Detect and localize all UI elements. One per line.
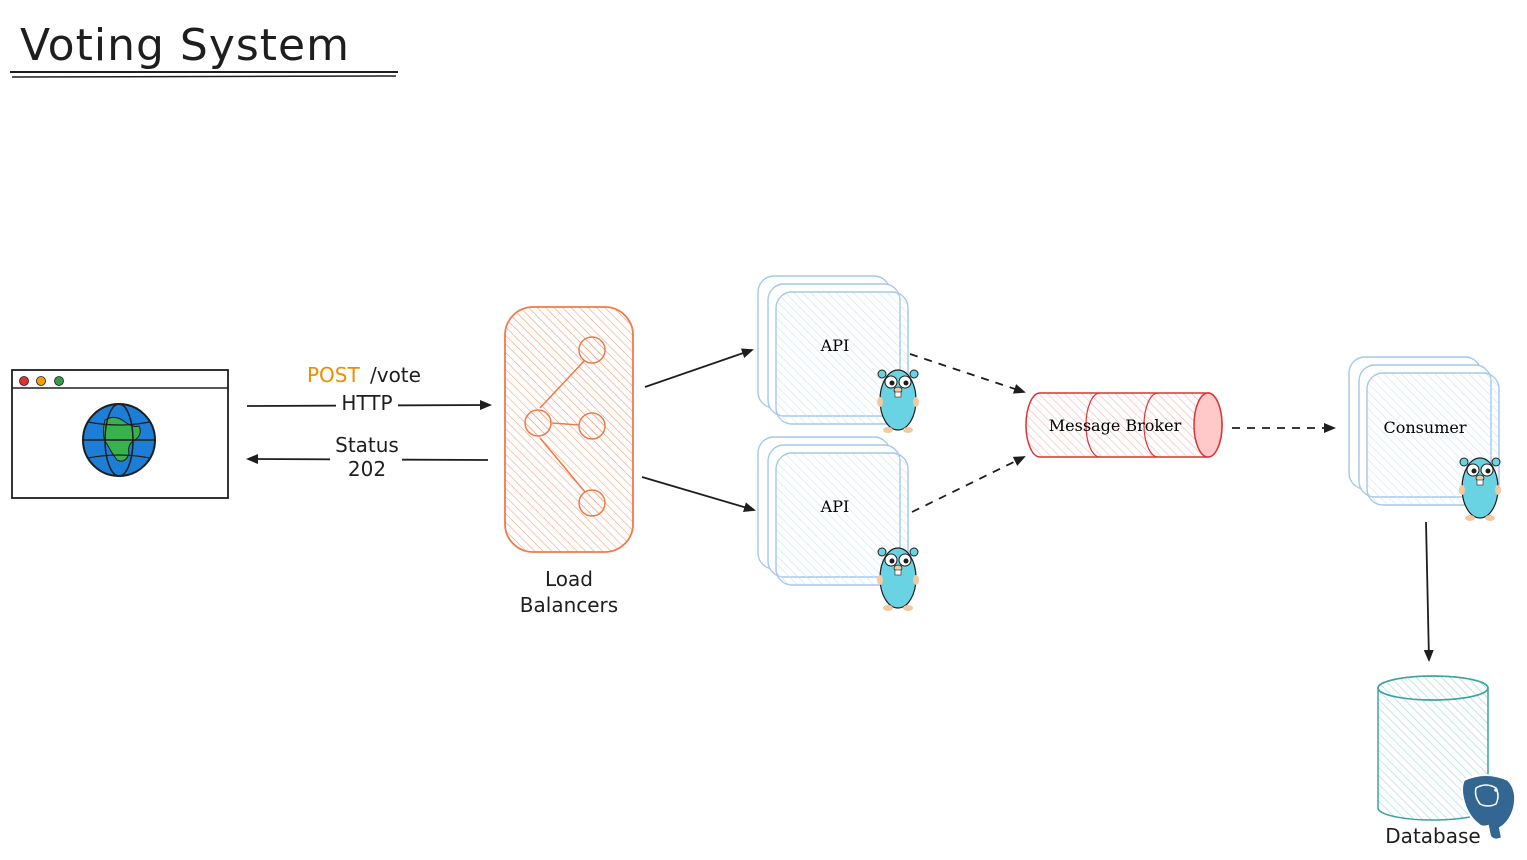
postgresql-elephant-icon	[1461, 774, 1517, 841]
consumer-service: Consumer	[1348, 356, 1500, 506]
protocol-label: HTTP	[341, 391, 392, 415]
api-service-top: API	[757, 275, 909, 425]
http-method-label: POST	[307, 363, 360, 387]
status-label: Status	[335, 433, 399, 457]
consumer-label: Consumer	[1384, 418, 1467, 437]
api-top-to-broker-arrow	[909, 353, 1026, 394]
lb-to-api-top-arrow	[644, 348, 754, 388]
message-broker: Message Broker	[1025, 392, 1223, 458]
load-balancer-label-line2: Balancers	[520, 593, 618, 617]
http-path-label: /vote	[370, 363, 421, 387]
go-gopher-icon	[877, 369, 919, 433]
api-service-bottom: API	[757, 436, 909, 586]
broker-label: Message Broker	[1049, 416, 1182, 435]
lb-to-api-bottom-arrow	[641, 476, 756, 512]
load-balancer-label-line1: Load	[545, 567, 593, 591]
request-label: POST /vote	[307, 363, 421, 387]
network-tree-icon	[524, 336, 606, 517]
database	[1377, 675, 1489, 821]
go-gopher-icon	[877, 547, 919, 611]
status-code-label: 202	[348, 457, 386, 481]
go-gopher-icon	[1459, 457, 1501, 521]
api-bottom-to-broker-arrow	[911, 456, 1026, 513]
api-top-label: API	[820, 336, 850, 355]
load-balancer: Load Balancers	[504, 306, 634, 617]
globe-icon	[82, 403, 156, 477]
database-label: Database	[1385, 824, 1480, 848]
api-bottom-label: API	[820, 497, 850, 516]
consumer-to-database-arrow	[1423, 521, 1434, 662]
title-text: Voting System	[20, 20, 350, 71]
diagram-title: Voting System	[10, 20, 398, 78]
